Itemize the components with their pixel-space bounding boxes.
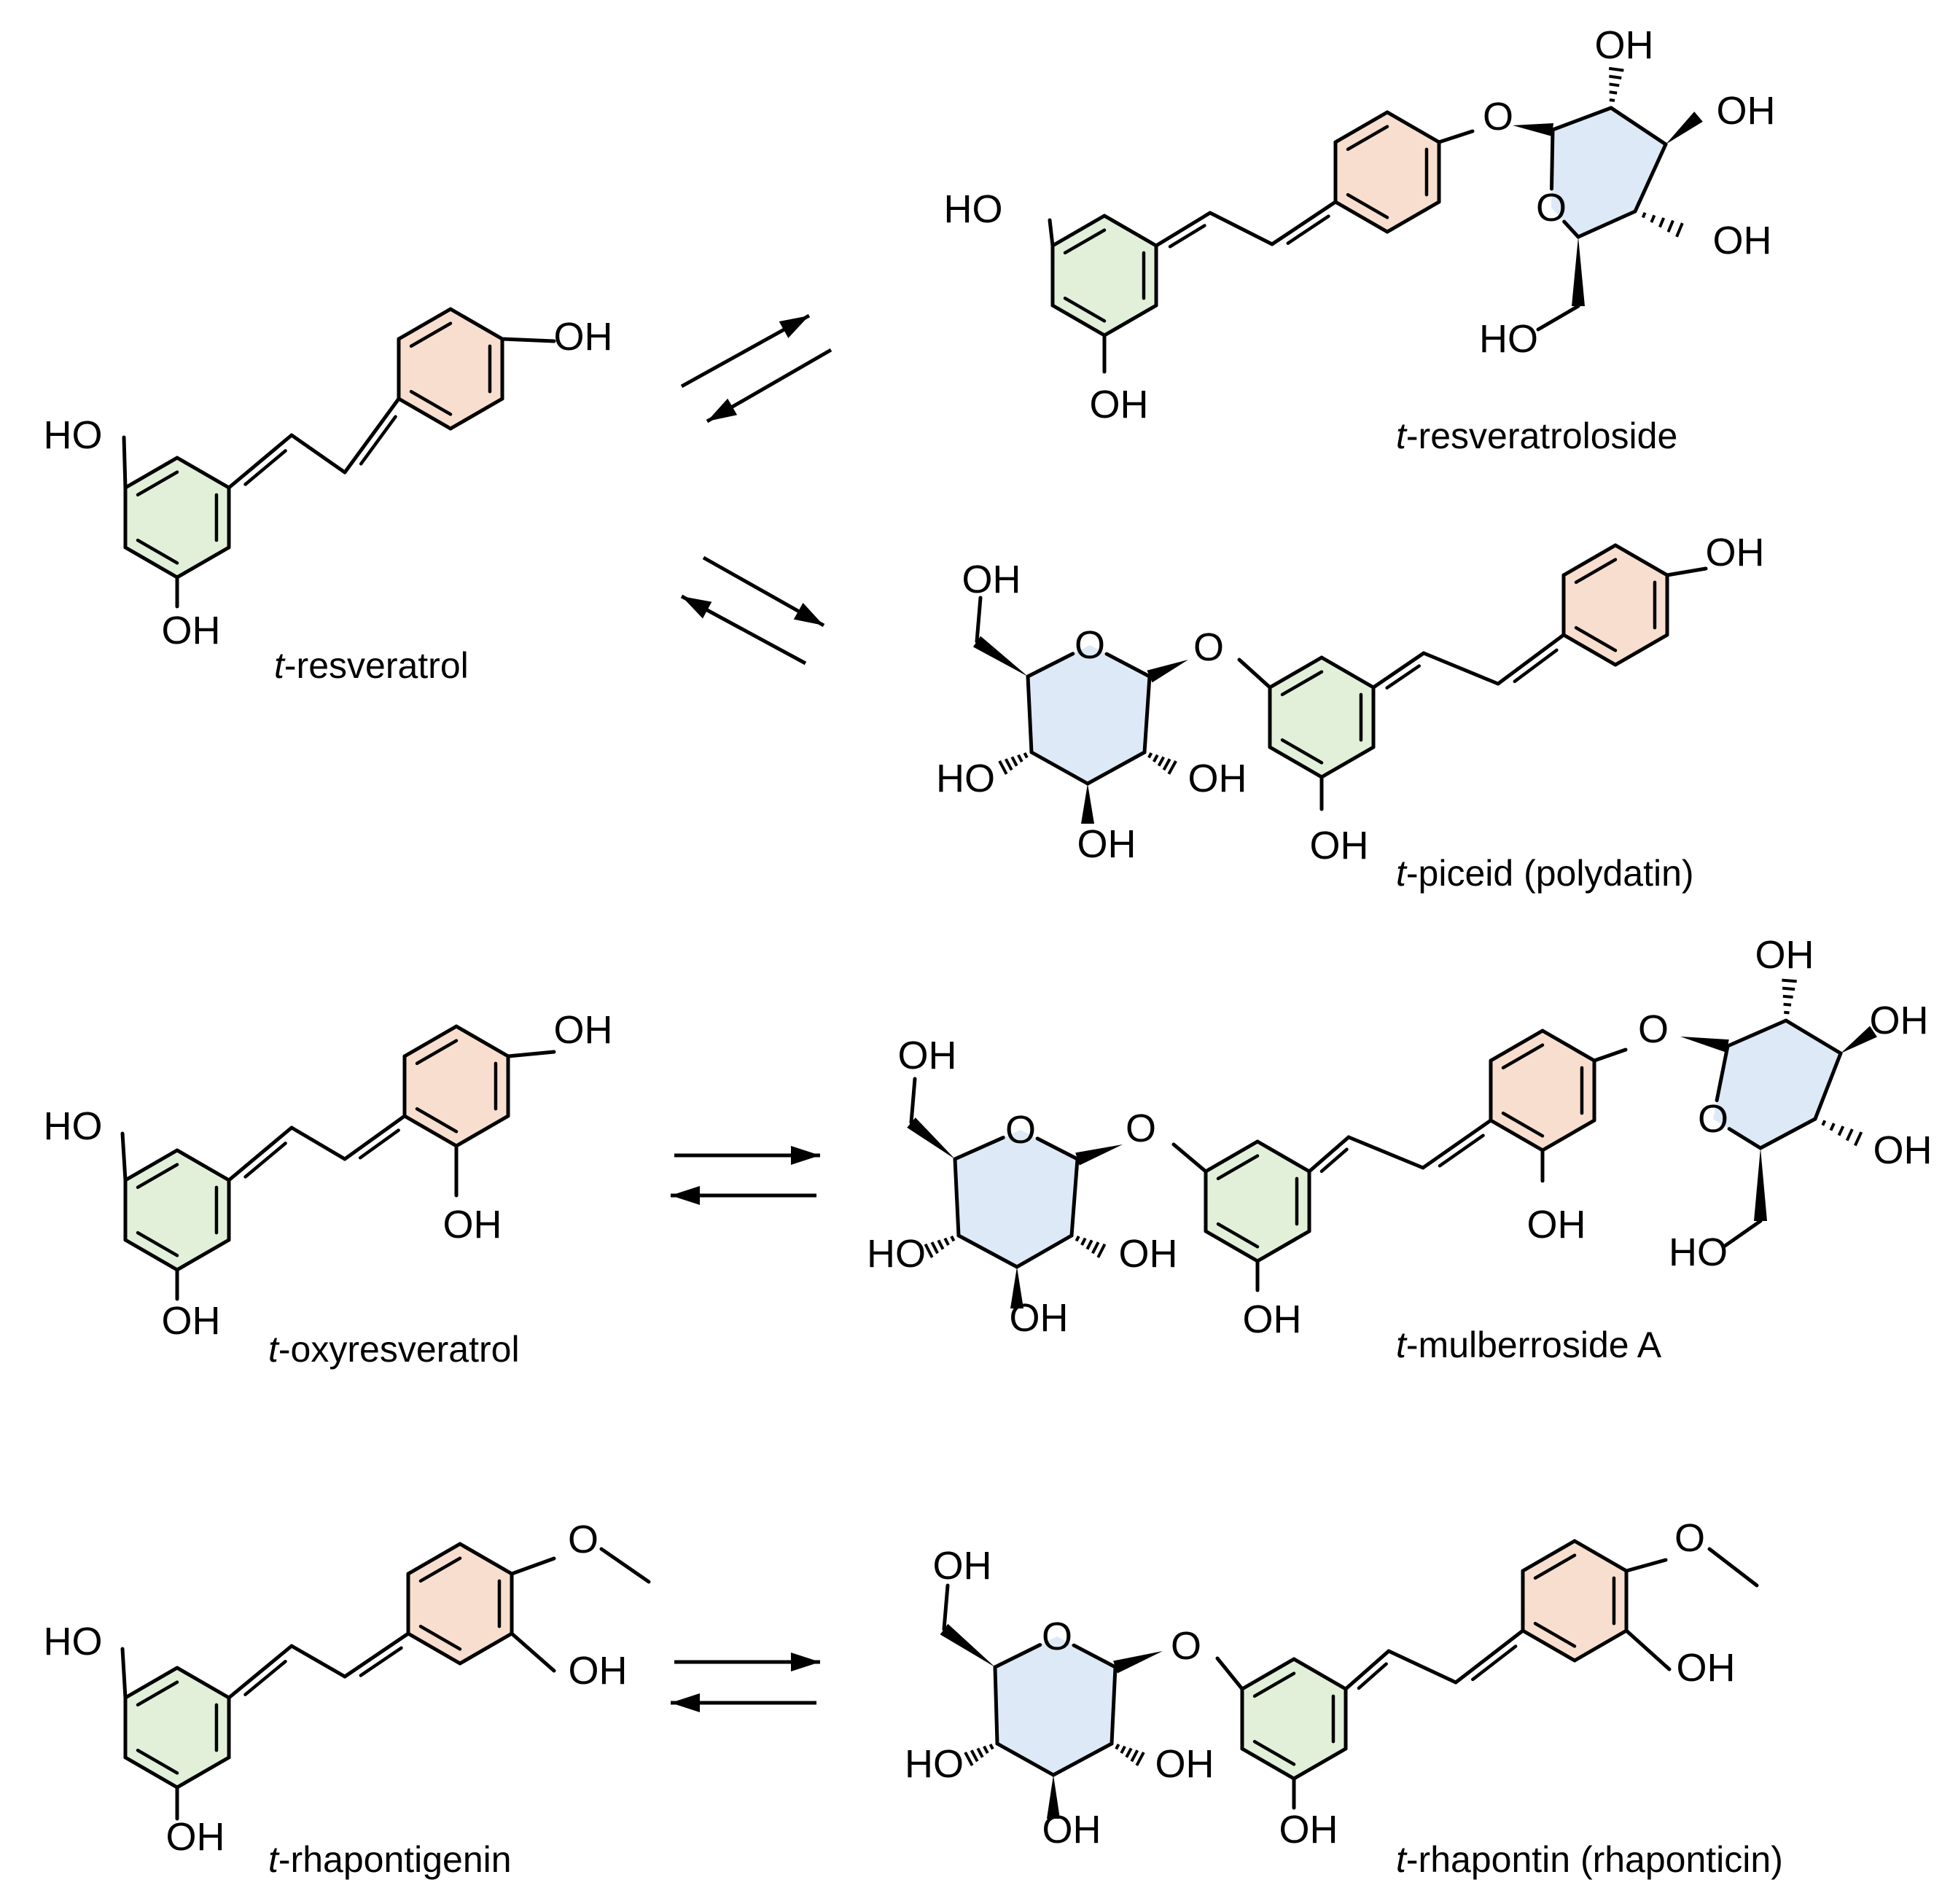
reverse-arrow [706, 348, 832, 424]
oh-label: OH [443, 1203, 502, 1246]
ho-label: HO [1669, 1230, 1728, 1274]
ho-label: HO [1479, 317, 1538, 361]
equilibrium-arrows-rhapontin [671, 1653, 820, 1712]
oh-label: OH [1155, 1742, 1214, 1786]
glucose-ring [1028, 645, 1150, 784]
glucose-ring [955, 1130, 1077, 1267]
oh-label: OH [962, 558, 1021, 601]
forward-arrow [680, 313, 811, 389]
oh-label: OH [1595, 23, 1654, 67]
resorcinol-ring [1052, 216, 1157, 335]
equilibrium-arrows-resveratroloside [680, 313, 832, 424]
resorcinol-ring [1241, 1659, 1346, 1779]
oh-label: OH [1310, 824, 1369, 867]
resorcinol-ring [1205, 1142, 1310, 1261]
methoxy-oxygen-label: O [568, 1518, 598, 1561]
resveratrol-structure: HO OH OH [44, 307, 613, 652]
caption-rhapontigenin: t-rhapontigenin [268, 1839, 512, 1880]
methoxy-oxygen-label: O [1674, 1516, 1705, 1560]
oh-label: OH [166, 1815, 225, 1859]
rhapontigenin-structure: HO OH O OH [44, 1518, 651, 1859]
phenol-ring [398, 309, 503, 429]
ring-oxygen-label: O [1042, 1615, 1072, 1658]
oh-label: OH [1706, 531, 1765, 574]
resorcinol-ring [125, 1668, 230, 1787]
resorcinol-ring [125, 1150, 230, 1270]
forward-arrow [674, 1146, 820, 1165]
oh-label: OH [162, 609, 221, 652]
oh-label: OH [1527, 1203, 1586, 1246]
oh-label: OH [1243, 1298, 1302, 1341]
caption-resveratroloside: t-resveratroloside [1396, 415, 1677, 456]
caption-oxyresveratrol: t-oxyresveratrol [268, 1329, 520, 1370]
ho-label: HO [944, 187, 1003, 231]
caption-rhapontin: t-rhapontin (rhaponticin) [1396, 1839, 1783, 1880]
phenol-ring [1335, 112, 1440, 232]
resveratroloside-structure: HO OH O O OH OH OH HO [944, 23, 1776, 426]
oh-label: OH [1042, 1808, 1101, 1852]
forward-arrow [702, 555, 825, 628]
glycosidic-oxygen-label: O [1638, 1007, 1669, 1051]
forward-arrow [674, 1653, 820, 1671]
oh-label: OH [162, 1299, 221, 1343]
oh-label: OH [1873, 1128, 1933, 1172]
oh-label: OH [1077, 822, 1136, 866]
oh-label: OH [554, 1008, 613, 1052]
caption-piceid: t-piceid (polydatin) [1396, 853, 1694, 894]
oh-label: OH [1188, 757, 1247, 800]
oh-label: OH [1717, 89, 1776, 133]
oh-label: OH [554, 315, 613, 359]
glucose-ring [1551, 108, 1666, 237]
oh-label: OH [569, 1649, 628, 1693]
rhapontin-structure: O OH O OH O OH OH HO OH [905, 1516, 1759, 1852]
oh-label: OH [1090, 383, 1149, 426]
methoxyphenol-ring [407, 1544, 512, 1663]
glucose-ring [995, 1636, 1115, 1775]
glycosidic-oxygen-label: O [1171, 1624, 1201, 1668]
reverse-arrow [671, 1693, 816, 1712]
oh-label: OH [898, 1034, 957, 1077]
ho-label: HO [905, 1742, 964, 1786]
reverse-arrow [680, 594, 807, 666]
reverse-arrow [671, 1186, 816, 1205]
oh-label: OH [1279, 1808, 1338, 1852]
methoxyphenol-ring [1522, 1541, 1627, 1661]
ring-oxygen-label: O [1005, 1108, 1036, 1152]
equilibrium-arrows-piceid [680, 555, 825, 666]
oh-label: OH [1713, 219, 1772, 262]
resorcinol-ring [1269, 658, 1374, 777]
resorcinol-ring [125, 458, 230, 577]
equilibrium-arrows-mulberroside [671, 1146, 820, 1205]
ring-oxygen-label: O [1698, 1097, 1728, 1141]
ho-label: HO [44, 413, 103, 457]
glycosidic-oxygen-label: O [1483, 95, 1513, 138]
oh-label: OH [1677, 1646, 1736, 1690]
ring-oxygen-label: O [1536, 186, 1567, 230]
oh-label: OH [1119, 1232, 1178, 1276]
oh-label: OH [933, 1544, 992, 1588]
glucose-ring [1713, 1021, 1841, 1148]
phenol-ring [1563, 545, 1668, 665]
oxyresveratrol-structure: HO OH OH OH [44, 1008, 613, 1343]
piceid-structure: O OH OH O OH OH HO OH [936, 531, 1765, 867]
glycosidic-oxygen-label: O [1126, 1107, 1156, 1150]
oh-label: OH [1755, 933, 1814, 977]
caption-mulberroside: t-mulberroside A [1396, 1324, 1662, 1365]
ho-label: HO [44, 1620, 103, 1663]
phenol-ring [1490, 1031, 1595, 1150]
mulberroside-structure: O OH OH O O OH OH HO OH O OH OH OH HO [867, 933, 1933, 1341]
caption-resveratrol: t-resveratrol [274, 645, 469, 686]
oh-label: OH [1870, 999, 1929, 1042]
ho-label: HO [44, 1104, 103, 1148]
oh-label: OH [1010, 1296, 1069, 1340]
phenol-ring [404, 1026, 509, 1146]
ho-label: HO [936, 757, 995, 800]
ring-oxygen-label: O [1075, 623, 1105, 667]
glycosidic-oxygen-label: O [1193, 625, 1224, 669]
ho-label: HO [867, 1232, 926, 1276]
